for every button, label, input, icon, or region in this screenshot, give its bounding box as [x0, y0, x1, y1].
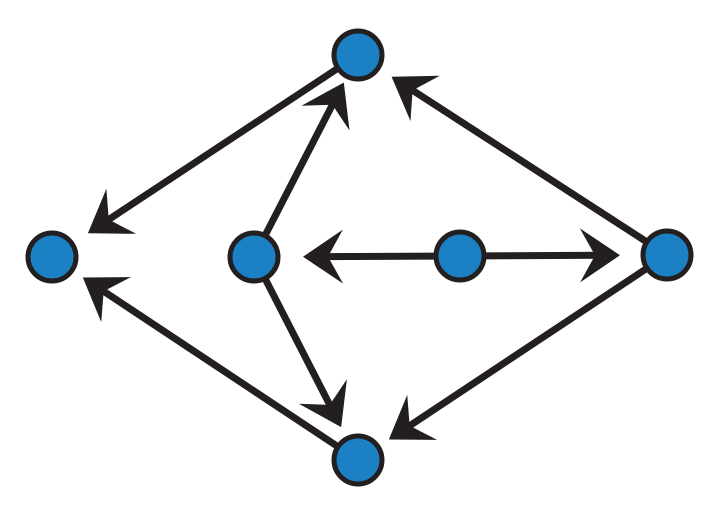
edge-shaft: [95, 283, 360, 463]
nodes-layer: [25, 28, 694, 487]
arrowhead-icon: [82, 277, 132, 323]
arrowhead-icon: [579, 228, 621, 283]
edge-shaft: [401, 252, 669, 434]
arrowhead-icon: [302, 229, 344, 284]
edge-top-to-left: [87, 52, 360, 234]
graph-node-top: [331, 28, 385, 82]
arrowhead-icon: [301, 82, 350, 131]
edge-center-left-to-top: [250, 82, 350, 259]
edges-layer: [82, 52, 669, 463]
edge-shaft: [250, 96, 340, 259]
graph-node-center-left: [227, 230, 281, 284]
arrowhead-icon: [298, 379, 347, 428]
arrowhead-icon: [87, 188, 137, 234]
graph-node-right: [640, 228, 694, 282]
graph-node-left: [25, 230, 79, 284]
edge-right-to-bottom: [388, 252, 669, 440]
edge-shaft: [403, 83, 669, 258]
arrowhead-icon: [388, 394, 438, 440]
arrowhead-icon: [391, 75, 440, 122]
edge-shaft: [250, 255, 337, 414]
edge-right-to-top: [391, 75, 669, 258]
edge-center-left-to-bottom: [250, 255, 347, 428]
graph-node-bottom: [331, 433, 385, 487]
graph-node-center-right: [433, 229, 487, 283]
edge-shaft: [100, 52, 360, 227]
edge-bottom-to-left: [82, 277, 360, 463]
